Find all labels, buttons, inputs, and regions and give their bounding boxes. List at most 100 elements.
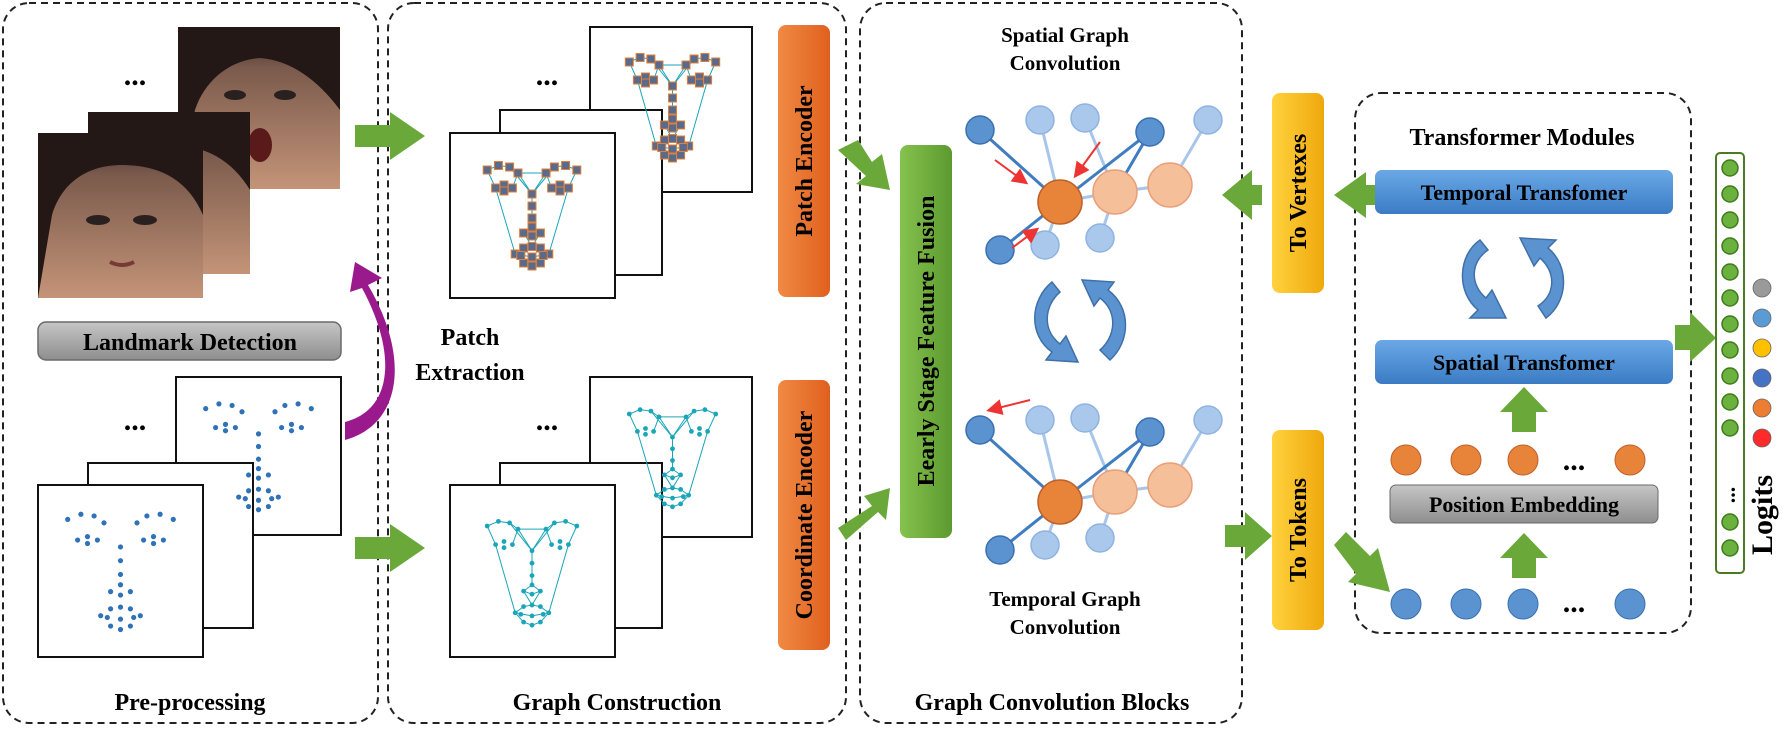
landmark-point [255, 431, 262, 437]
graph-edge [509, 522, 533, 552]
graph-node [680, 494, 686, 500]
logit-dot [1721, 211, 1739, 229]
to-tokens-box [1272, 430, 1324, 630]
landmark-point [229, 402, 235, 409]
landmark-detection-box [37, 321, 342, 361]
position-embedding-box [1389, 484, 1659, 524]
conv-node [1037, 179, 1083, 225]
landmark-point [127, 606, 133, 612]
graph-patch-node [493, 161, 503, 170]
ellipsis-patch-graph: ... [536, 59, 559, 92]
graph-patch-node [668, 144, 677, 154]
graph-patch-node [535, 243, 545, 253]
graph-edge [663, 474, 673, 489]
conv-node [1147, 462, 1193, 508]
conv-node [985, 235, 1015, 265]
message-arrow [1073, 141, 1101, 179]
landmark-point [117, 571, 124, 578]
section-title-graph-conv-blocks: Graph Convolution Blocks [915, 690, 1190, 716]
graph-node [670, 504, 675, 510]
logit-dot [1721, 393, 1739, 411]
graph-node [557, 539, 563, 544]
graph-patch-node [505, 162, 515, 172]
arrow-faces-to-graph [355, 112, 425, 160]
coord-graph-stack [449, 376, 753, 658]
embedding-token [1390, 444, 1422, 476]
graph-node [662, 472, 667, 478]
temporal-transformer-label: Temporal Transfomer [1421, 180, 1628, 205]
spatial-transformer-box [1375, 340, 1673, 384]
face-image-front [38, 133, 203, 298]
graph-node [546, 610, 552, 616]
graph-edge [495, 544, 516, 613]
graph-node [662, 501, 667, 507]
graph-edge [515, 612, 533, 617]
spatial-transformer-label: Spatial Transfomer [1433, 350, 1615, 375]
landmark-point [236, 494, 242, 500]
class-dot [1752, 368, 1772, 388]
graph-node [643, 426, 648, 431]
arrow-tokens-to-transformer [1334, 532, 1390, 592]
logit-dot [1721, 185, 1739, 203]
graph-node [529, 548, 535, 554]
graph-patch-node [519, 228, 529, 238]
graph-node [648, 408, 654, 414]
arrow-tokens-to-posemb [1500, 533, 1548, 578]
landmark-point [255, 443, 262, 450]
logit-dot [1721, 341, 1739, 359]
section-preprocessing-box [2, 2, 379, 724]
landmark-point [108, 606, 114, 612]
logit-dot [1721, 159, 1739, 177]
graph-node [563, 518, 568, 524]
landmark-point [141, 537, 147, 543]
landmark-point [288, 428, 295, 434]
landmark-point [288, 421, 295, 427]
arrow-posemb-to-spatial [1500, 387, 1548, 432]
arrow-patch-encoder-to-fusion [838, 140, 890, 190]
graph-node [678, 472, 683, 478]
to-vertexes-label: To Vertexes [1286, 134, 1312, 252]
arrow-landmarks-to-graph [355, 524, 425, 572]
conv-node [965, 415, 995, 445]
transformer-cycle-icon [1461, 237, 1565, 320]
landmark-point [275, 494, 281, 500]
graph-node [659, 494, 665, 500]
graph-edge [636, 79, 657, 147]
graph-node [566, 542, 571, 547]
graph-patch-node [676, 120, 686, 130]
graph-patch-node [516, 251, 526, 260]
graph-edge [672, 410, 695, 438]
graph-node [507, 520, 512, 526]
logit-dot [1721, 263, 1739, 281]
landmark-point [255, 486, 262, 492]
graph-node [493, 542, 498, 547]
graph-node [501, 539, 507, 544]
landmark-point [75, 537, 81, 543]
conv-node [1135, 417, 1165, 447]
graph-edge [548, 544, 569, 613]
graph-patch-node [563, 183, 573, 193]
graph-patch-node [555, 186, 565, 196]
arrow-coord-encoder-to-fusion [838, 488, 890, 540]
graph-node [529, 573, 535, 578]
section-title-preprocessing: Pre-processing [114, 690, 265, 716]
coordinate-encoder-label: Coordinate Encoder [792, 410, 818, 619]
patch-extraction-arrow [345, 262, 395, 440]
landmark-point [272, 409, 278, 415]
graph-edge [672, 474, 682, 489]
class-dot [1752, 278, 1772, 298]
graph-patch-node [527, 231, 537, 241]
graph-node [518, 611, 524, 617]
graph-node [670, 475, 675, 481]
graph-edge [688, 79, 709, 147]
conv-node [1092, 469, 1138, 515]
graph-patch-node [632, 75, 642, 85]
landmark-point [127, 623, 133, 629]
graph-node [484, 523, 490, 529]
section-transformer-box [1354, 92, 1692, 634]
graph-edge [688, 431, 709, 496]
landmark-point [150, 534, 157, 540]
arrow-transformer-to-logits [1675, 312, 1716, 362]
class-dot [1752, 398, 1772, 418]
